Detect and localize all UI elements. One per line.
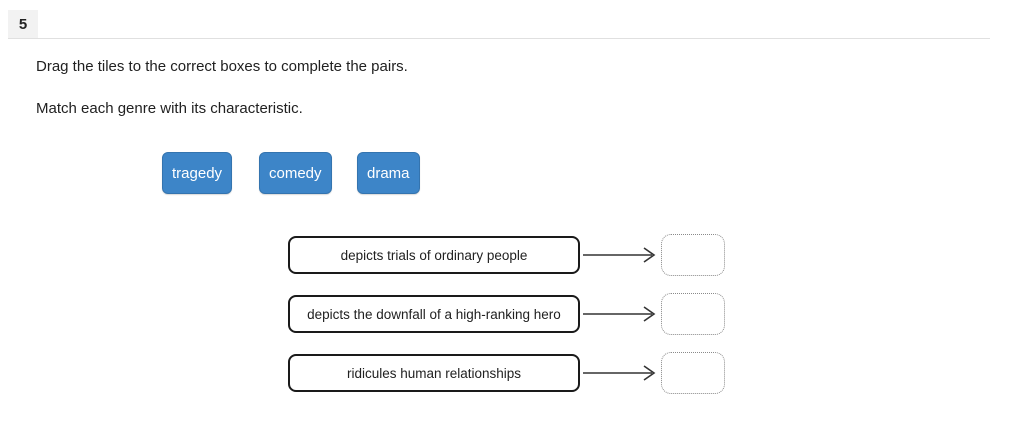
characteristic-box: depicts the downfall of a high-ranking h… bbox=[288, 295, 580, 333]
pair-row: ridicules human relationships bbox=[288, 352, 725, 394]
right-arrow-icon bbox=[583, 247, 656, 263]
draggable-tile-comedy[interactable]: comedy bbox=[259, 152, 332, 194]
draggable-tile-drama[interactable]: drama bbox=[357, 152, 420, 194]
right-arrow-icon bbox=[583, 365, 656, 381]
right-arrow-icon bbox=[583, 306, 656, 322]
drop-zone[interactable] bbox=[661, 293, 725, 335]
draggable-tile-tragedy[interactable]: tragedy bbox=[162, 152, 233, 194]
pair-row: depicts trials of ordinary people bbox=[288, 234, 725, 276]
characteristic-box: depicts trials of ordinary people bbox=[288, 236, 580, 274]
header-divider bbox=[8, 38, 990, 39]
prompt-text: Match each genre with its characteristic… bbox=[36, 100, 303, 117]
pair-row: depicts the downfall of a high-ranking h… bbox=[288, 293, 725, 335]
question-number-badge: 5 bbox=[8, 10, 38, 39]
drop-zone[interactable] bbox=[661, 352, 725, 394]
instruction-text: Drag the tiles to the correct boxes to c… bbox=[36, 58, 408, 75]
drop-zone[interactable] bbox=[661, 234, 725, 276]
characteristic-box: ridicules human relationships bbox=[288, 354, 580, 392]
